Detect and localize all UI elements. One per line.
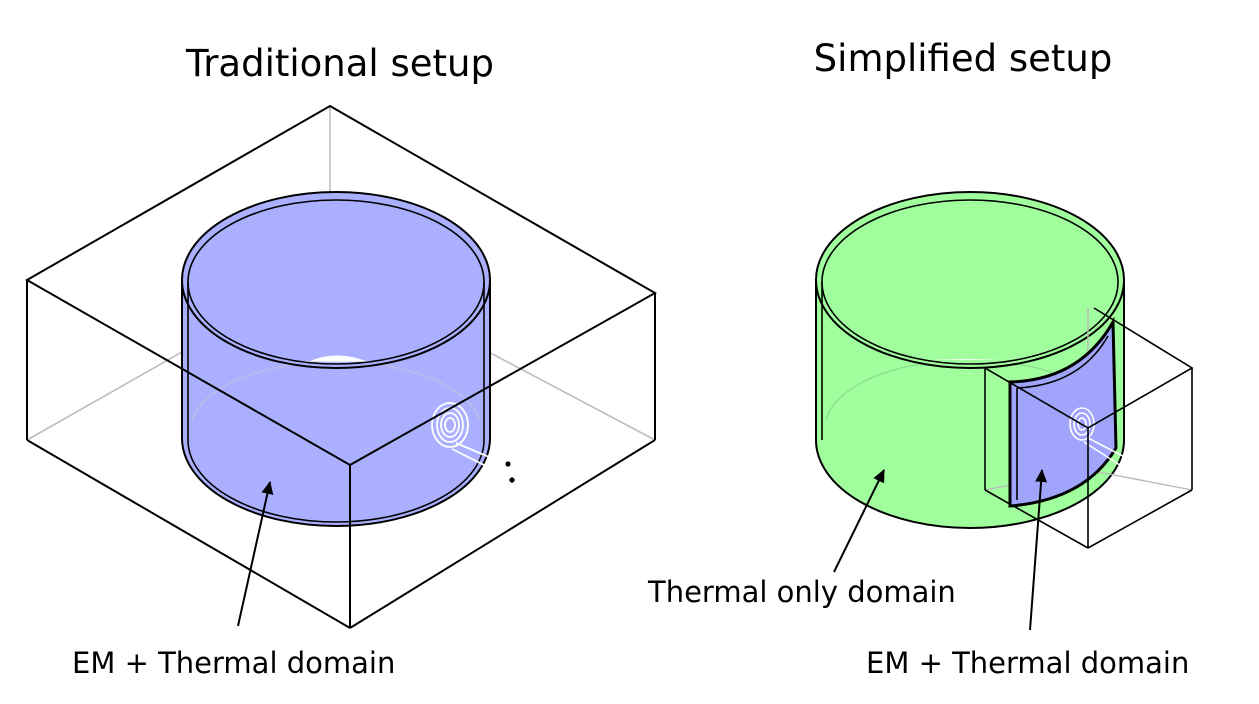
thermal-cylinder-top-inner-rim	[821, 199, 1119, 365]
em-thermal-domain-label-left: EM + Thermal domain	[72, 646, 395, 680]
thermal-cylinder-inner-opening	[930, 359, 1000, 360]
thermal-only-callout-arrow	[833, 469, 885, 573]
coil-lead-end	[509, 477, 515, 483]
traditional-setup-title: Traditional setup	[185, 42, 494, 85]
em-thermal-domain-label-right: EM + Thermal domain	[866, 646, 1189, 680]
box-visible-edges	[24, 104, 658, 629]
thermal-only-domain-label: Thermal only domain	[647, 575, 956, 609]
em-thermal-callout-arrow	[237, 481, 274, 627]
cylinder-top-inner-rim	[187, 199, 485, 365]
coil-lead-end	[505, 461, 511, 467]
small-coil-icon	[1069, 407, 1143, 479]
traditional-setup-panel: Traditional setup	[24, 42, 658, 680]
em-thermal-panel-inner-edge	[1016, 335, 1109, 389]
small-box-visible-edges	[984, 307, 1194, 549]
em-thermal-callout-arrow-right	[1029, 469, 1048, 631]
cylinder-inner-opening	[300, 361, 372, 362]
simplified-setup-panel: Simplified setup	[647, 37, 1194, 680]
simplified-setup-title: Simplified setup	[814, 37, 1113, 80]
coil-icon	[431, 402, 511, 479]
cylinder-bottom-inner-rim	[187, 439, 485, 523]
cylinder-inner-wall	[310, 355, 366, 361]
